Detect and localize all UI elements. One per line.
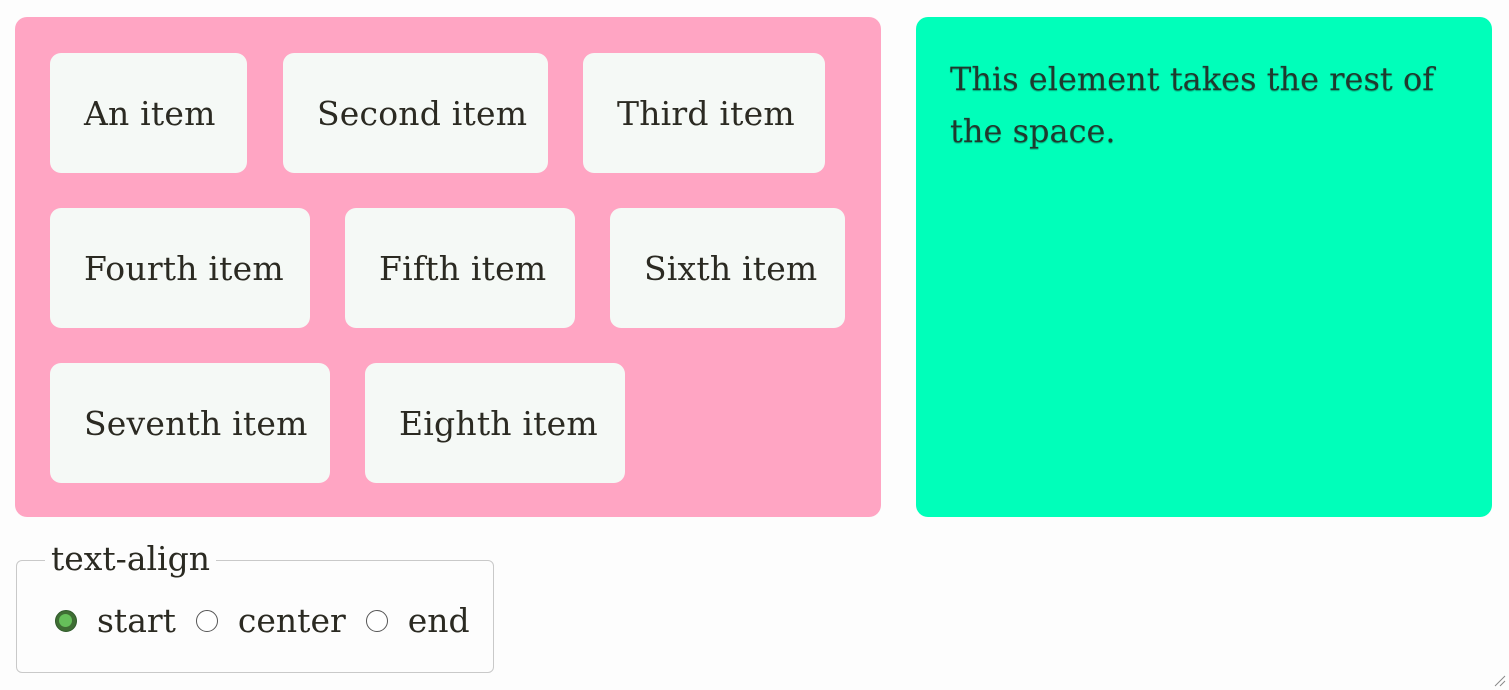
flex-container: An item Second item Third item Fourth it… (15, 17, 881, 517)
flex-item-5[interactable]: Fifth item (345, 208, 575, 328)
radio-label-center: center (237, 601, 346, 640)
flex-item-2[interactable]: Second item (283, 53, 548, 173)
radio-label-end: end (407, 601, 470, 640)
text-align-radio-group: start center end (55, 601, 490, 640)
side-panel: This element takes the rest of the space… (916, 17, 1492, 517)
radio-option-center[interactable]: center (195, 601, 346, 640)
flex-item-6[interactable]: Sixth item (610, 208, 845, 328)
radio-center[interactable] (195, 609, 218, 632)
flex-item-1[interactable]: An item (50, 53, 247, 173)
radio-label-start: start (97, 601, 176, 640)
flex-item-8[interactable]: Eighth item (365, 363, 625, 483)
flex-item-7[interactable]: Seventh item (50, 363, 330, 483)
flex-item-4[interactable]: Fourth item (50, 208, 310, 328)
radio-option-end[interactable]: end (365, 601, 470, 640)
radio-start-checked[interactable] (55, 609, 77, 632)
side-panel-text: This element takes the rest of the space… (950, 60, 1435, 150)
flex-item-3[interactable]: Third item (583, 53, 825, 173)
resize-grip-icon[interactable] (1494, 675, 1506, 687)
text-align-legend: text-align (45, 537, 216, 581)
radio-option-start[interactable]: start (55, 601, 176, 640)
radio-end[interactable] (365, 609, 388, 632)
text-align-fieldset: text-align start center end (16, 537, 494, 673)
